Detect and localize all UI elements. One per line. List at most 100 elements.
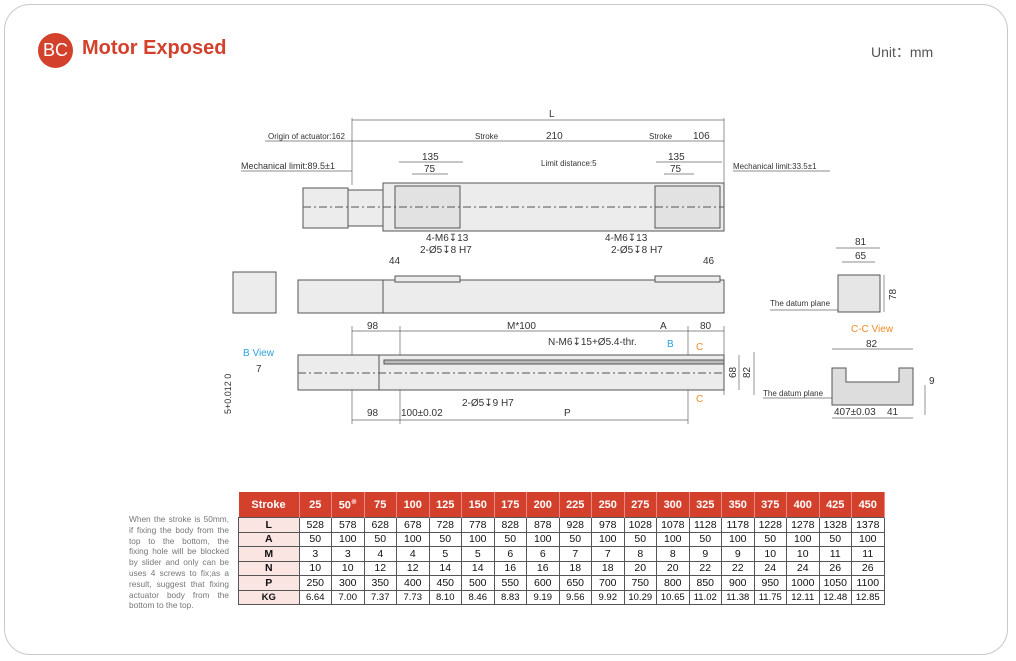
section-c-marker-top: C [696, 342, 703, 353]
header-stroke-value: 325 [689, 492, 722, 518]
header-stroke-value: 275 [624, 492, 657, 518]
table-cell: 50 [753, 531, 787, 547]
stroke-note: When the stroke is 50mm, if fixing the b… [129, 514, 229, 611]
table-cell: 10 [753, 546, 787, 562]
header-stroke-value: 25 [299, 492, 332, 518]
dim-75-left: 75 [424, 164, 436, 175]
table-cell: 26 [818, 560, 852, 576]
stroke-value: 200 [533, 498, 552, 511]
table-cell: 100 [851, 531, 885, 547]
table-cell: 8 [623, 546, 657, 562]
dim-5-tolerance: 5+0.012 0 [223, 374, 233, 414]
table-cell: 7 [591, 546, 625, 562]
dim-44: 44 [389, 256, 401, 267]
header-stroke-value: 225 [559, 492, 592, 518]
table-cell: 250 [298, 575, 332, 591]
dim-135-right: 135 [668, 152, 685, 163]
b-view-title: B View [243, 348, 275, 359]
section-badge: BC [38, 33, 73, 68]
table-cell: 100 [396, 531, 430, 547]
dim-81: 81 [855, 237, 867, 248]
table-cell: 100 [461, 531, 495, 547]
section-b-marker: B [667, 339, 674, 350]
table-cell: 1128 [688, 517, 722, 533]
table-cell: 10 [786, 546, 820, 562]
section-c-marker-bottom: C [696, 394, 703, 405]
header-stroke-value: 150 [461, 492, 495, 518]
dim-106: 106 [693, 131, 710, 142]
table-cell: 50 [688, 531, 722, 547]
dim-L: L [549, 109, 555, 120]
page-frame [4, 4, 1008, 655]
dim-100: 100±0.02 [401, 408, 443, 419]
stroke-value: 100 [403, 498, 422, 511]
table-cell: 750 [623, 575, 657, 591]
stroke-value: 25 [309, 498, 322, 511]
dim-407: 407±0.03 [834, 407, 876, 418]
table-cell: 9 [688, 546, 722, 562]
table-cell: 4 [396, 546, 430, 562]
mech-limit-left: Mechanical limit:89.5±1 [241, 161, 335, 171]
table-cell: 1228 [753, 517, 787, 533]
table-cell: 11 [818, 546, 852, 562]
table-cell: 16 [493, 560, 527, 576]
thread-spec: N-M6↧15+Ø5.4-thr. [548, 337, 637, 348]
table-cell: 978 [591, 517, 625, 533]
actuator-top-view [302, 182, 725, 232]
table-cell: 18 [591, 560, 625, 576]
table-cell: 400 [396, 575, 430, 591]
hole-spec-right-1: 4-M6↧13 [605, 233, 648, 244]
table-cell: 50 [363, 531, 397, 547]
table-cell: 300 [331, 575, 365, 591]
dim-A: A [660, 321, 667, 332]
table-cell: 928 [558, 517, 592, 533]
table-cell: 22 [688, 560, 722, 576]
table-cell: 1100 [851, 575, 885, 591]
stroke-value: 325 [696, 498, 715, 511]
dim-41: 41 [887, 407, 899, 418]
dim-68: 68 [728, 366, 739, 378]
table-cell: 828 [493, 517, 527, 533]
table-cell: 100 [591, 531, 625, 547]
pin-spec: 2-Ø5↧9 H7 [462, 398, 514, 409]
stroke-value: 300 [663, 498, 682, 511]
table-cell: 8.83 [493, 589, 527, 605]
dim-65: 65 [855, 251, 867, 262]
table-cell: 5 [461, 546, 495, 562]
header-stroke-value: 75 [364, 492, 397, 518]
table-cell: 10 [298, 560, 332, 576]
dim-135-left: 135 [422, 152, 439, 163]
table-cell: 6.64 [298, 589, 332, 605]
table-cell: 9.19 [526, 589, 560, 605]
dim-m100: M*100 [507, 321, 536, 332]
table-cell: 878 [526, 517, 560, 533]
table-cell: 11.75 [753, 589, 787, 605]
table-cell: 850 [688, 575, 722, 591]
dim-7: 7 [256, 364, 262, 375]
header-stroke-value: 375 [754, 492, 787, 518]
actuator-bottom-view [297, 354, 725, 391]
table-cell: 628 [363, 517, 397, 533]
stroke-value: 50 [338, 499, 351, 512]
table-cell: 1000 [786, 575, 820, 591]
hole-spec-right-2: 2-Ø5↧8 H7 [611, 245, 663, 256]
hole-spec-left-1: 4-M6↧13 [426, 233, 469, 244]
table-cell: 18 [558, 560, 592, 576]
dim-46: 46 [703, 256, 715, 267]
table-cell: 5 [428, 546, 462, 562]
mech-limit-right: Mechanical limit:33.5±1 [733, 162, 817, 171]
table-cell: 1078 [656, 517, 690, 533]
stroke-value: 150 [468, 498, 487, 511]
unit-label: Unit：mm [871, 44, 934, 60]
header-stroke-value: 450 [851, 492, 885, 518]
table-cell: 1028 [623, 517, 657, 533]
table-cell: 950 [753, 575, 787, 591]
header-stroke-value: 50※ [331, 492, 365, 518]
actuator-side-view [232, 271, 725, 314]
table-cell: 12.48 [818, 589, 852, 605]
table-cell: 50 [298, 531, 332, 547]
row-label: KG [238, 589, 300, 605]
